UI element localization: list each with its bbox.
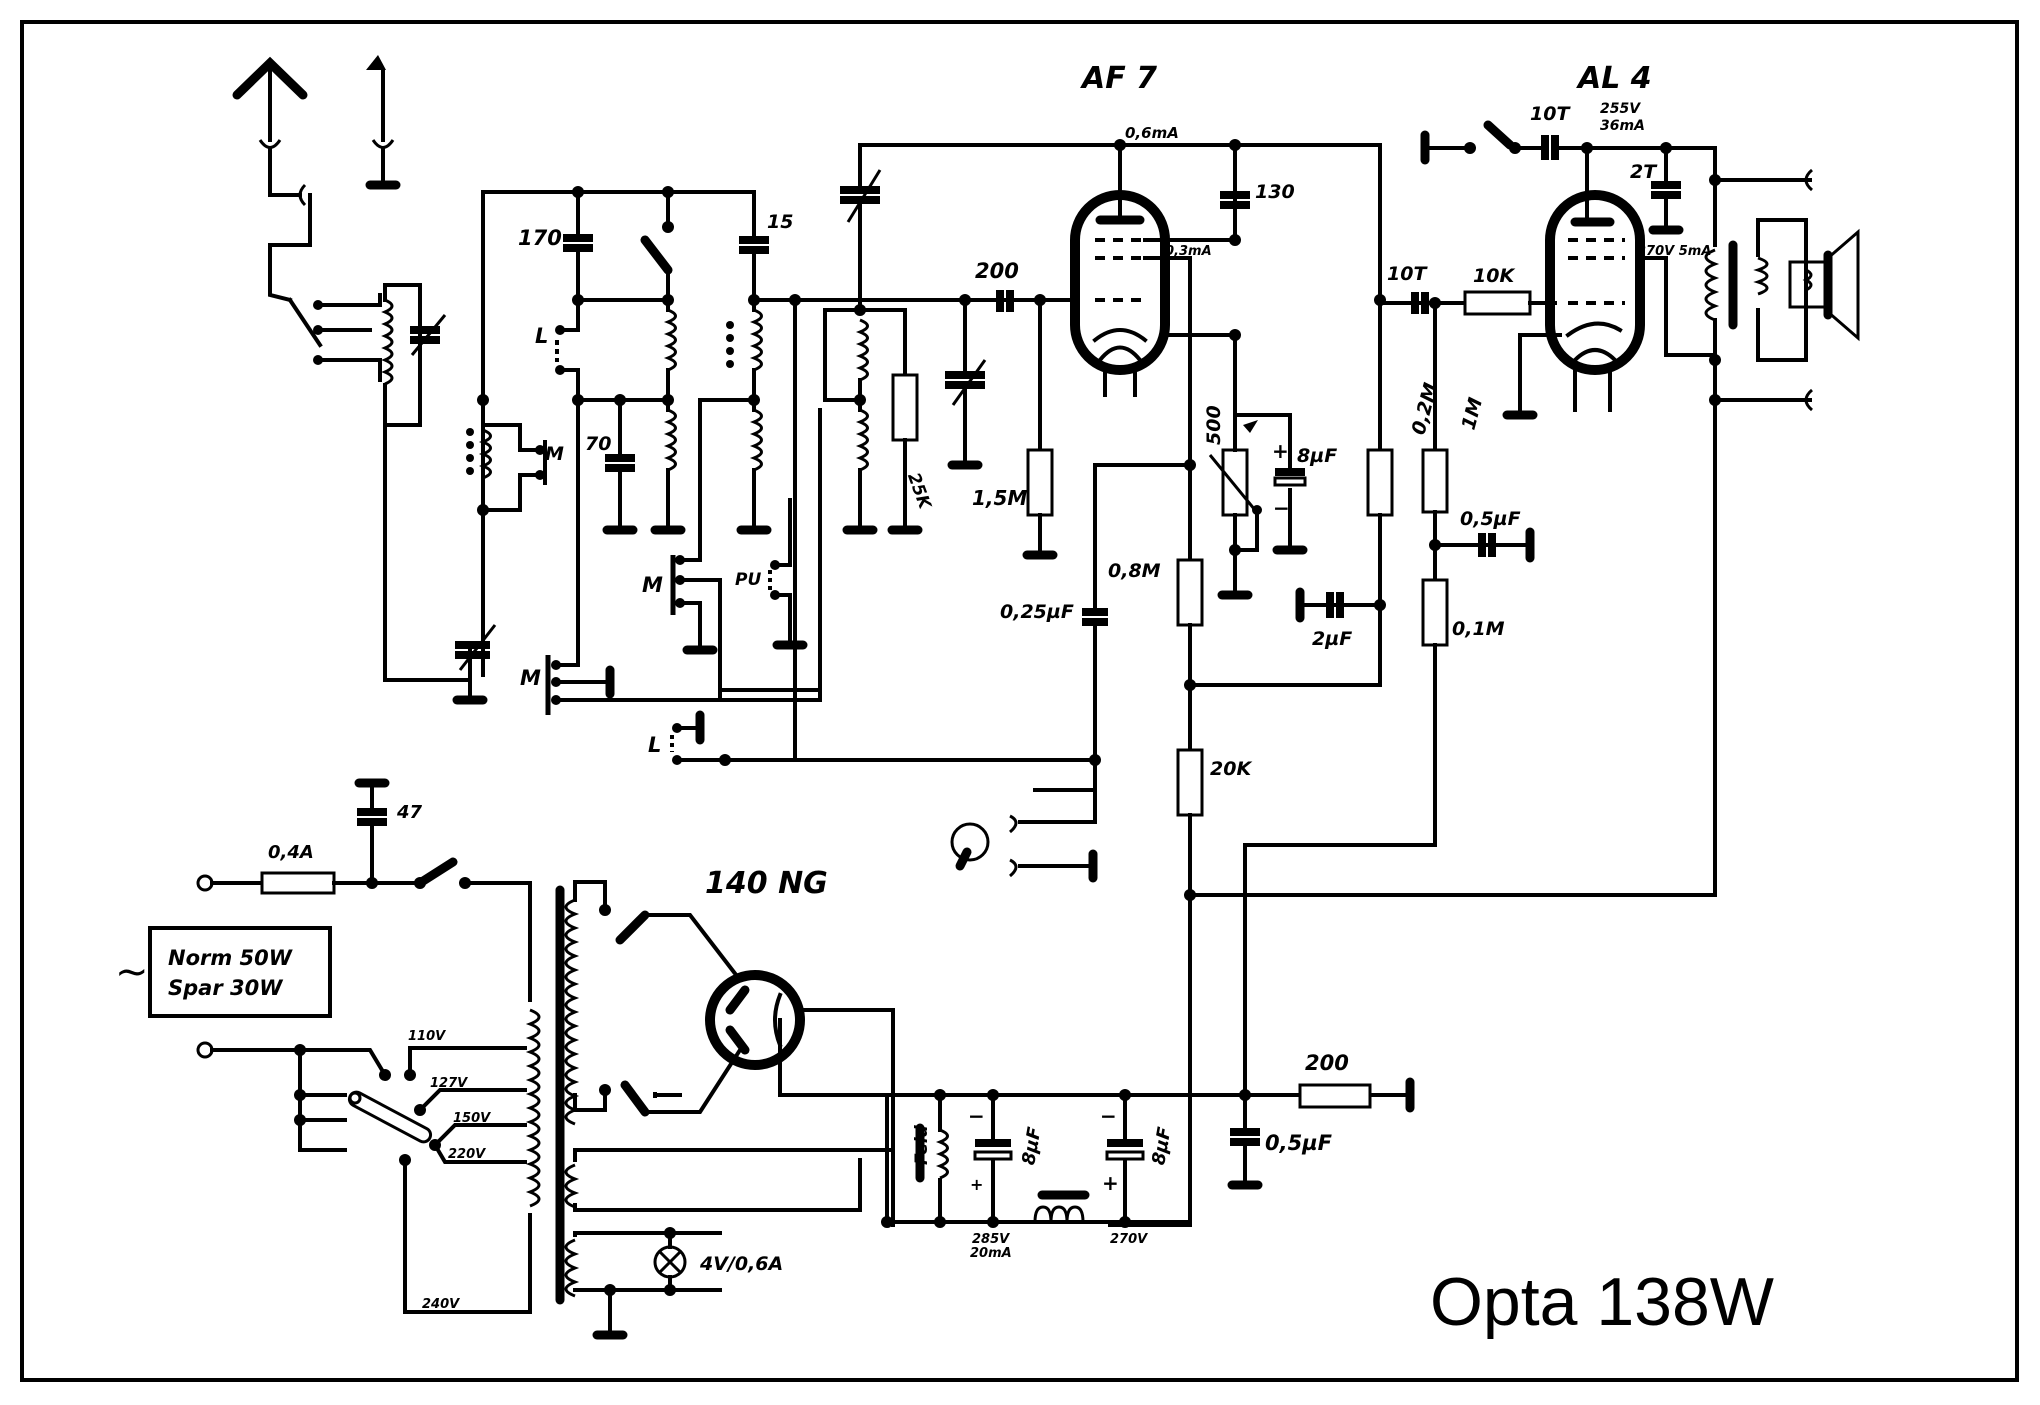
- label-r200-bias: 200: [1305, 1051, 1349, 1075]
- label-c47: 47: [396, 802, 423, 823]
- resistor-1-5m: [1026, 448, 1054, 517]
- label-tap-150v: 150V: [453, 1111, 491, 1126]
- headphone-jack: [950, 788, 1098, 883]
- label-c70: 70: [585, 433, 611, 455]
- label-r20k: 20K: [1210, 758, 1252, 780]
- label-r25k: 25K: [903, 470, 935, 513]
- label-v270: 270V: [1110, 1232, 1148, 1247]
- tube-al4: [1545, 146, 1645, 412]
- label-switch-m-bottom: M: [520, 666, 541, 690]
- pilot-lamp-icon: [653, 1231, 687, 1292]
- resistor-25k: [891, 373, 919, 442]
- label-al4-screen: 270V 5mA: [1637, 244, 1711, 259]
- label-c8uf-cathode: 8µF: [1297, 445, 1337, 467]
- label-v285: 285V: [972, 1232, 1010, 1247]
- label-switch-l-bottom: L: [648, 733, 661, 757]
- resistor-0-1m: [1421, 578, 1449, 647]
- label-minus-filter1: −: [968, 1104, 985, 1128]
- resistor-200-bias: [1298, 1083, 1372, 1109]
- label-field-coil: Feld: [912, 1124, 932, 1165]
- label-tap-240v: 240V: [422, 1297, 460, 1312]
- label-r1-5m: 1,5M: [972, 486, 1027, 510]
- label-switch-l-top: L: [535, 324, 548, 348]
- label-al4-anode-voltage: 255V: [1600, 101, 1641, 117]
- switch-m-bottom: [545, 398, 822, 715]
- label-r0-8m: 0,8M: [1108, 560, 1161, 582]
- label-i20ma: 20mA: [970, 1246, 1012, 1261]
- resistor-0-8m: [1176, 558, 1204, 627]
- mains-transformer: [525, 885, 580, 1305]
- potentiometer-500: [1221, 448, 1249, 517]
- tube-label-al4: AL 4: [1576, 61, 1652, 96]
- label-af7-anode-current: 0,6mA: [1125, 124, 1179, 142]
- label-c0-5uf-bias: 0,5µF: [1265, 1131, 1333, 1155]
- resistor-1m: [1421, 448, 1449, 514]
- power-rating-box: [148, 926, 332, 1018]
- loudspeaker-icon: [1788, 228, 1860, 342]
- switch-l-bottom: [670, 710, 1101, 766]
- antenna-symbol: [232, 56, 308, 207]
- label-pot500: 500: [1203, 405, 1225, 445]
- label-af7-screen-current: 0,3mA: [1165, 244, 1212, 259]
- label-c2uf: 2µF: [1312, 628, 1352, 650]
- tube-label-140ng: 140 NG: [705, 866, 828, 901]
- resistor-0-2m: [1366, 448, 1394, 517]
- label-c130: 130: [1255, 181, 1295, 203]
- label-tap-110v: 110V: [408, 1029, 446, 1044]
- label-c200-grid: 200: [975, 259, 1019, 283]
- voltage-selector: [347, 1090, 433, 1144]
- filter-choke: [1033, 1190, 1090, 1223]
- label-fuse: 0,4A: [268, 842, 314, 863]
- resistor-10k: [1463, 290, 1532, 316]
- label-power-norm: Norm 50W: [168, 946, 293, 970]
- antenna-coil: [381, 298, 394, 386]
- tube-label-af7: AF 7: [1080, 61, 1157, 96]
- rectifier-tube-140ng: [705, 970, 805, 1070]
- resistor-20k: [1176, 748, 1204, 817]
- label-r1m: 1M: [1458, 395, 1488, 432]
- label-plus-filter1: +: [970, 1175, 983, 1194]
- label-c8uf-filter2: 8µF: [1148, 1125, 1175, 1167]
- label-tap-220v: 220V: [448, 1147, 486, 1162]
- label-r0-1m: 0,1M: [1452, 618, 1505, 640]
- label-plus-filter2: +: [1102, 1171, 1119, 1195]
- ac-mains-symbol: ~: [115, 949, 149, 995]
- label-minus-cathode: −: [1273, 496, 1290, 520]
- label-switch-m-mid: M: [642, 573, 663, 597]
- label-al4-anode-current: 36mA: [1600, 118, 1645, 134]
- label-plus-cathode: +: [1272, 439, 1289, 463]
- label-power-spar: Spar 30W: [168, 976, 283, 1000]
- label-switch-m-left: M: [545, 443, 564, 465]
- label-c15: 15: [767, 211, 793, 233]
- label-r10k: 10K: [1473, 265, 1515, 287]
- label-c0-25uf: 0,25µF: [1000, 601, 1074, 623]
- switch-m-mid: [670, 555, 722, 702]
- label-tap-127v: 127V: [430, 1076, 468, 1091]
- label-c2t: 2T: [1630, 161, 1658, 183]
- label-c170: 170: [518, 226, 562, 250]
- earth-socket-symbol: [365, 55, 401, 190]
- frame-border: [20, 20, 2019, 1382]
- label-switch-pu: PU: [735, 570, 761, 590]
- label-c0-5uf-audio: 0,5µF: [1460, 508, 1521, 530]
- label-minus-filter2: −: [1100, 1104, 1117, 1128]
- model-title: Opta 138W: [1430, 1264, 1774, 1340]
- fuse-0-4a: [260, 871, 336, 895]
- switch-pu: [718, 408, 822, 692]
- label-c10t-top: 10T: [1530, 103, 1571, 125]
- label-c10t-coupling: 10T: [1387, 263, 1428, 285]
- label-r0-2m: 0,2M: [1408, 381, 1443, 438]
- label-c8uf-filter1: 8µF: [1018, 1125, 1045, 1167]
- tube-af7: [1070, 143, 1170, 397]
- label-pilot-lamp: 4V/0,6A: [699, 1253, 783, 1275]
